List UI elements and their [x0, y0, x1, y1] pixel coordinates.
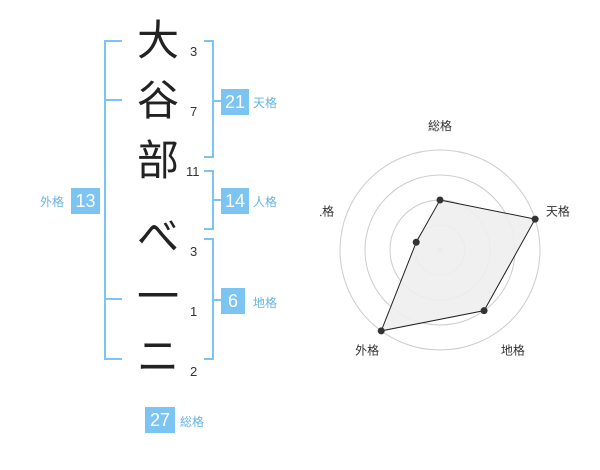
radar-point-4	[377, 327, 385, 335]
stroke-count-2: 7	[190, 104, 198, 119]
radar-point-1	[436, 196, 444, 204]
radar-axis-label-2: 天格	[546, 204, 570, 219]
radar-polygon	[380, 199, 536, 332]
gaikaku-badge: 13	[71, 188, 100, 214]
soukaku-badge: 27	[145, 407, 175, 433]
name-char-1: 大	[136, 16, 179, 65]
chikaku-badge: 6	[221, 288, 245, 314]
radar-grid-ring	[339, 149, 541, 351]
radar-axis-label-4: 外格	[355, 342, 379, 357]
name-char-6: ニ	[136, 332, 179, 381]
jinkaku-label: 人格	[253, 195, 278, 209]
stroke-count-4: 3	[190, 244, 198, 259]
gaikaku-label: 外格	[40, 195, 65, 209]
stroke-count-1: 3	[190, 44, 198, 59]
radar-point-5	[412, 238, 420, 246]
tenkaku-badge: 21	[221, 89, 249, 115]
name-char-5: 一	[136, 272, 179, 321]
soukaku-label: 総格	[180, 415, 205, 429]
radar-point-2	[531, 215, 539, 223]
tenkaku-label: 天格	[253, 96, 278, 110]
radar-points	[377, 196, 539, 335]
stroke-count-3: 11	[186, 164, 200, 179]
name-char-4: べ	[136, 212, 179, 261]
jinkaku-badge: 14	[221, 188, 249, 214]
name-char-3: 部	[136, 136, 179, 185]
radar-axis-label-5: 人格	[320, 204, 334, 219]
stroke-count-5: 1	[190, 304, 198, 319]
radar-axis-label-3: 地格	[501, 342, 525, 357]
radar-axis-label-1: 総格	[428, 120, 452, 133]
radar-point-3	[480, 307, 488, 315]
chikaku-label: 地格	[253, 296, 278, 310]
name-char-2: 谷	[136, 76, 179, 125]
stroke-count-6: 2	[190, 364, 198, 379]
